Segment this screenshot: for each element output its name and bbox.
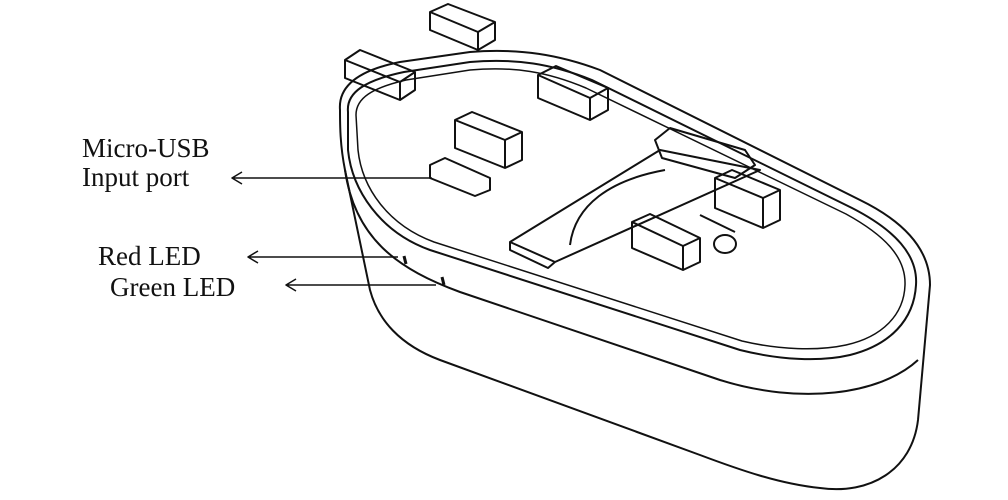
clip-blocks	[344, 3, 781, 271]
arrow-red-led	[247, 250, 398, 264]
top-face-rim	[346, 59, 918, 361]
divider-panel	[509, 149, 761, 269]
red-led-marker	[402, 255, 408, 265]
red-led-label: Red LED	[98, 241, 201, 271]
device-body-outline	[338, 49, 931, 491]
front-edge	[344, 169, 919, 395]
green-led-label: Green LED	[110, 272, 236, 302]
arrow-green-led	[285, 278, 436, 292]
input-port-label: Input port	[82, 162, 190, 192]
battery-curve	[569, 169, 666, 246]
top-face-rim-inner	[355, 68, 906, 350]
green-led-marker	[440, 276, 446, 286]
arrows	[231, 171, 436, 292]
arrow-micro-usb	[231, 171, 432, 185]
micro-usb-label: Micro-USB	[82, 133, 210, 163]
